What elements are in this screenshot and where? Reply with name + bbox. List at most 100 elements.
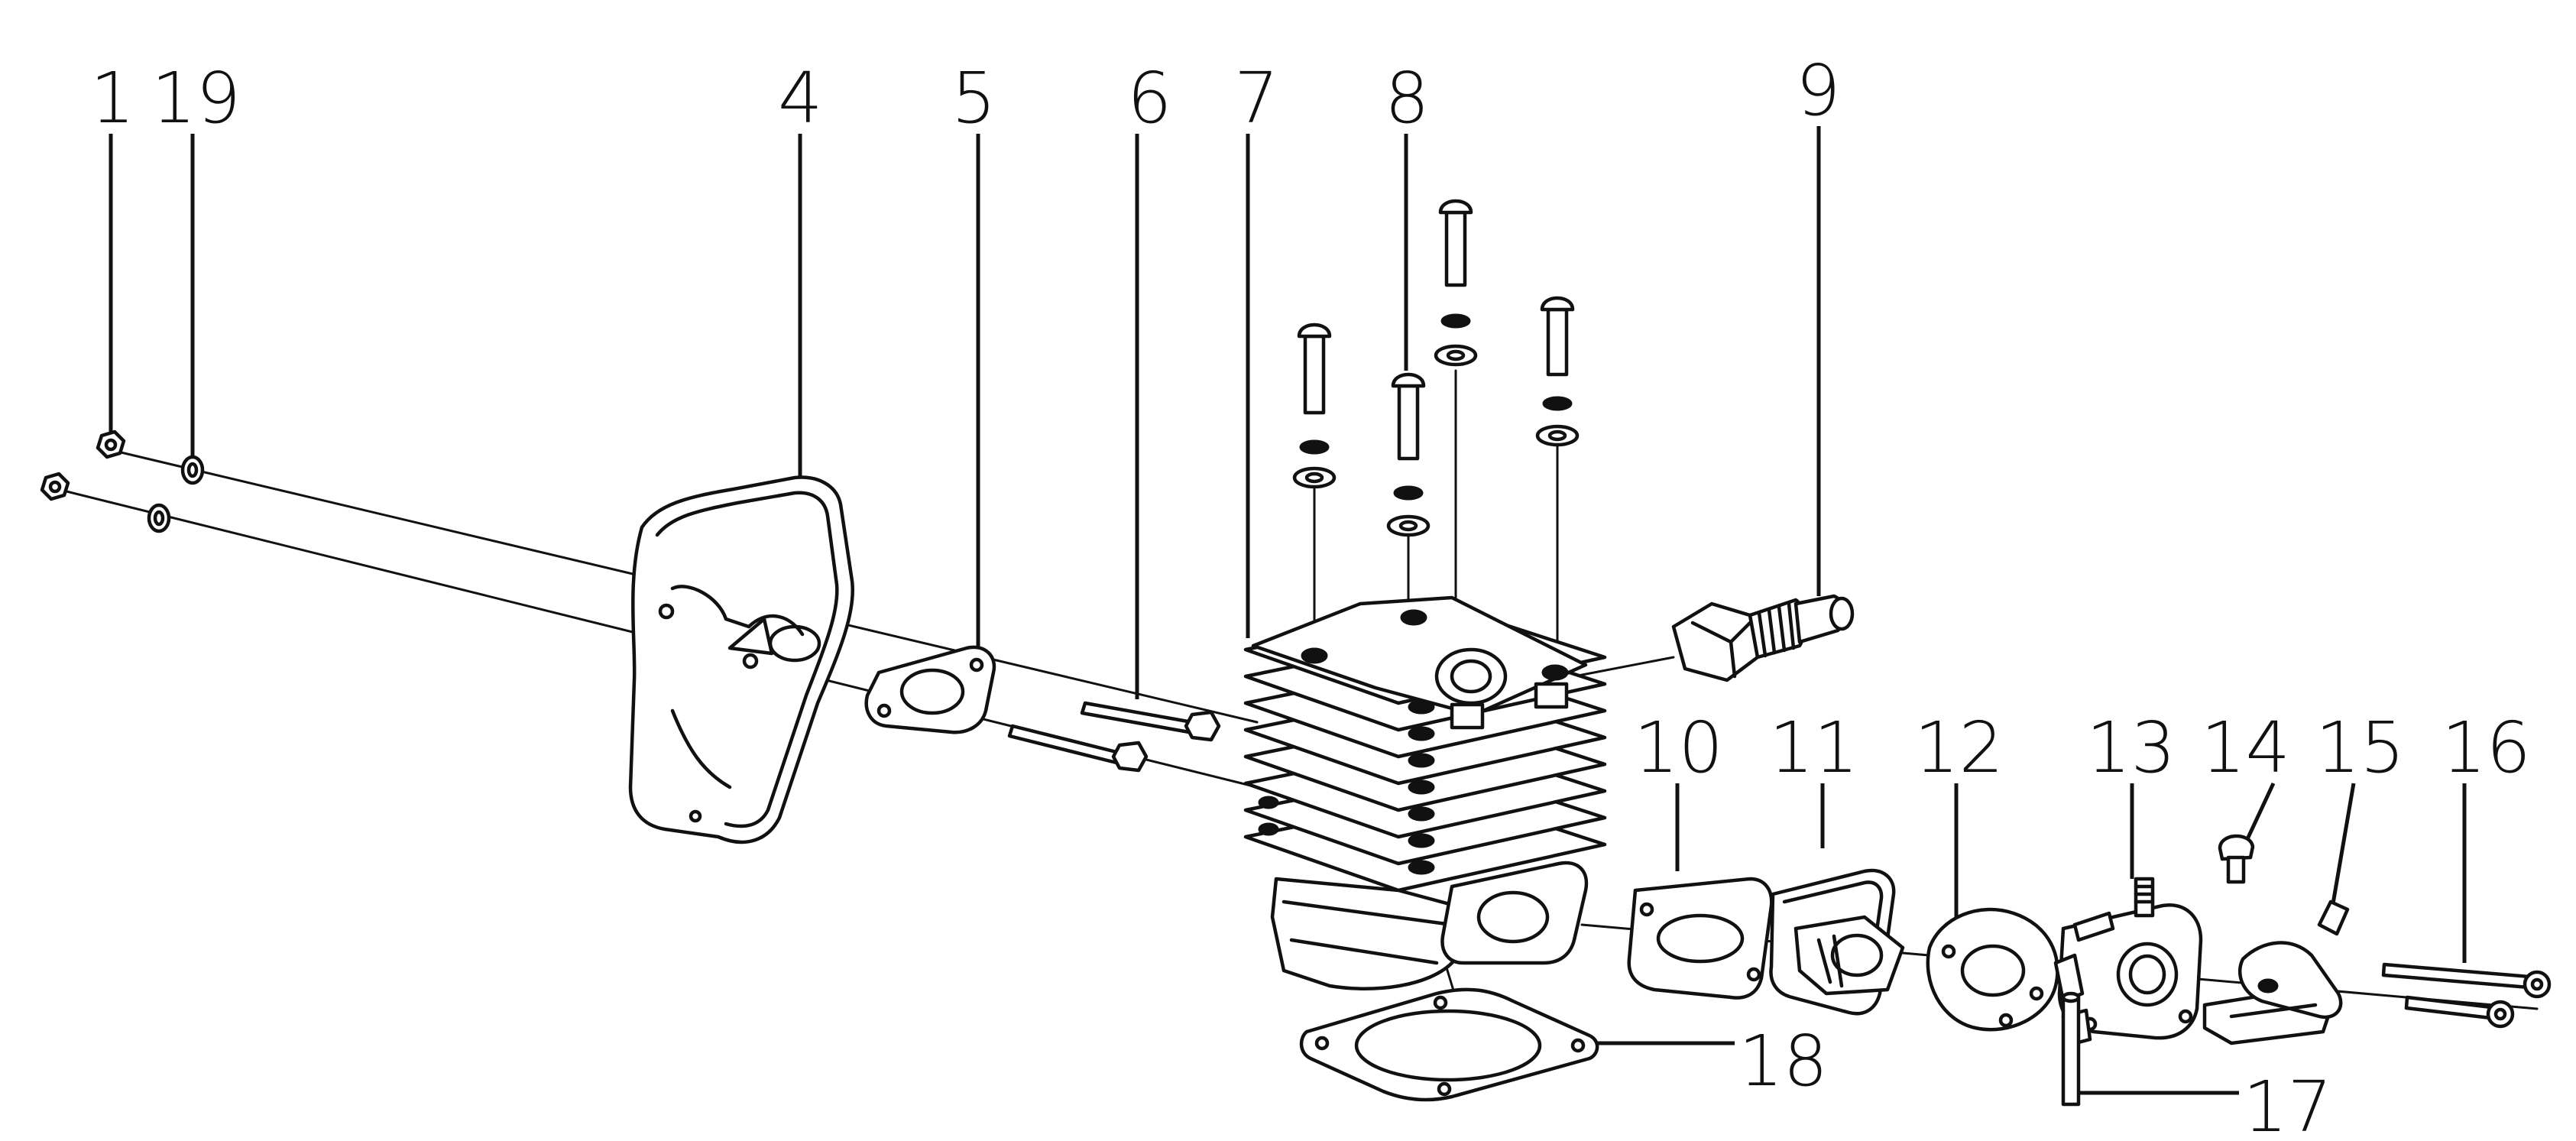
leader-15 (2328, 783, 2356, 918)
muffler-bolt-hole-icon (658, 603, 675, 620)
nuts-and-washers (40, 429, 205, 533)
muffler-gasket (864, 645, 996, 734)
bracket-hole-icon (2257, 978, 2279, 994)
part-labels: 1 19 4 5 6 7 8 9 10 11 12 13 14 15 16 17… (90, 50, 2531, 1141)
long-bolt-slot-icon (2493, 1007, 2507, 1021)
cylinder-head-hole-icon (1400, 609, 1427, 626)
muffler-deflector (727, 617, 774, 656)
fin-hole-icon (1408, 753, 1435, 768)
long-bolt-slot-icon (2530, 977, 2544, 991)
screw-head (1438, 199, 1473, 215)
screw-a (1292, 323, 1337, 489)
base-gasket-hole-icon (1570, 1038, 1586, 1053)
fin-hole-icon (1408, 833, 1435, 848)
label-13: 13 (2086, 707, 2176, 789)
fin-hole-icon (1408, 726, 1435, 741)
label-12: 12 (1914, 707, 2004, 789)
fin-hole-icon (1408, 780, 1435, 795)
spark-plug-bore (1450, 659, 1492, 694)
spark-plug-tip (1829, 596, 1855, 631)
flat-washer-icon (1386, 514, 1431, 537)
washer-hole-icon (186, 462, 199, 478)
washer-icon (147, 503, 171, 533)
pin-shaft (2061, 995, 2081, 1107)
carb-fuel-fitting (2072, 911, 2115, 942)
base-gasket-hole-icon (1433, 995, 1448, 1010)
leader-lines (109, 126, 2467, 1095)
fin-hole-icon (1408, 806, 1435, 822)
label-1: 1 (90, 57, 135, 139)
bracket-wing (2237, 941, 2343, 1019)
filter-bracket (2202, 900, 2350, 1045)
muffler-rivet-icon (689, 809, 702, 823)
cylinder-head-hole-icon (1301, 647, 1328, 664)
pin-end (2061, 991, 2081, 1003)
gasket-hole-icon (876, 703, 892, 718)
long-bolt-head-icon (2486, 1000, 2515, 1029)
manifold-body (1793, 915, 1905, 996)
cylinder-tab (1534, 682, 1569, 709)
label-11: 11 (1769, 707, 1858, 789)
carb-gasket-hole-icon (1941, 944, 1956, 959)
flat-washer-hole-icon (1304, 472, 1324, 484)
manifold-port (1830, 933, 1884, 977)
pin (2061, 991, 2081, 1107)
screw-b (1386, 372, 1431, 537)
muffler-bolt-hole-icon (742, 653, 759, 669)
label-10: 10 (1634, 707, 1723, 789)
label-7: 7 (1234, 57, 1279, 139)
label-8: 8 (1385, 57, 1430, 139)
label-18: 18 (1738, 1020, 1828, 1102)
small-screw-shank (2226, 855, 2246, 884)
axis-spark-plug (1573, 656, 1675, 678)
fin-hole-icon (1408, 860, 1435, 875)
screw-head (1297, 323, 1332, 339)
intake-gasket-port (1656, 913, 1745, 964)
flat-washer-icon (1434, 344, 1478, 367)
cylinder-intake-flange (1440, 861, 1589, 965)
small-screw (2218, 834, 2255, 884)
spring-washer-icon (1440, 313, 1471, 329)
bolt-shaft (1007, 724, 1122, 765)
fin-hole-icon (1408, 699, 1435, 715)
nut-icon (40, 472, 70, 501)
washer-icon (180, 455, 205, 485)
cylinder-head-hole-icon (1541, 664, 1569, 681)
cylinder-intake-port (1476, 890, 1550, 944)
screw-c (1434, 199, 1478, 367)
screw-head (1391, 372, 1426, 388)
label-15: 15 (2315, 707, 2405, 789)
label-17: 17 (2243, 1066, 2332, 1141)
nut-hole-icon (48, 480, 62, 494)
bolt-shaft (1080, 701, 1194, 734)
cylinder-base-edge (1282, 900, 1454, 965)
flat-washer-hole-icon (1446, 349, 1466, 361)
screw-shank (1397, 384, 1420, 461)
muffler-bolts (1007, 701, 1221, 773)
bracket-rib (2229, 1003, 2318, 1019)
manifold-inner-frame (1782, 880, 1884, 992)
small-screw-head (2218, 834, 2255, 861)
screw-d (1535, 296, 1580, 447)
carb-screw-threads (2134, 884, 2155, 904)
intake-gasket-hole-icon (1639, 902, 1654, 917)
flat-washer-hole-icon (1398, 520, 1418, 532)
label-19: 19 (151, 57, 241, 139)
carb-gasket-port (1960, 944, 2026, 997)
carb-throat (2116, 942, 2179, 1007)
spring-washer-icon (1542, 396, 1573, 411)
leader-14 (2244, 782, 2276, 842)
leader-17 (2069, 1070, 2239, 1095)
label-9: 9 (1796, 50, 1841, 131)
screw-head (1540, 296, 1575, 312)
manifold-ribs (1816, 934, 1844, 988)
cylinder-tab (1450, 702, 1485, 730)
muffler-lower-contour (670, 708, 732, 789)
nut-icon (96, 429, 126, 459)
fin-hole-icon (1258, 822, 1279, 836)
fin-holes (1258, 699, 1435, 875)
screw-shank (1303, 334, 1326, 415)
bolt-head (1184, 710, 1221, 742)
muffler (628, 475, 854, 844)
